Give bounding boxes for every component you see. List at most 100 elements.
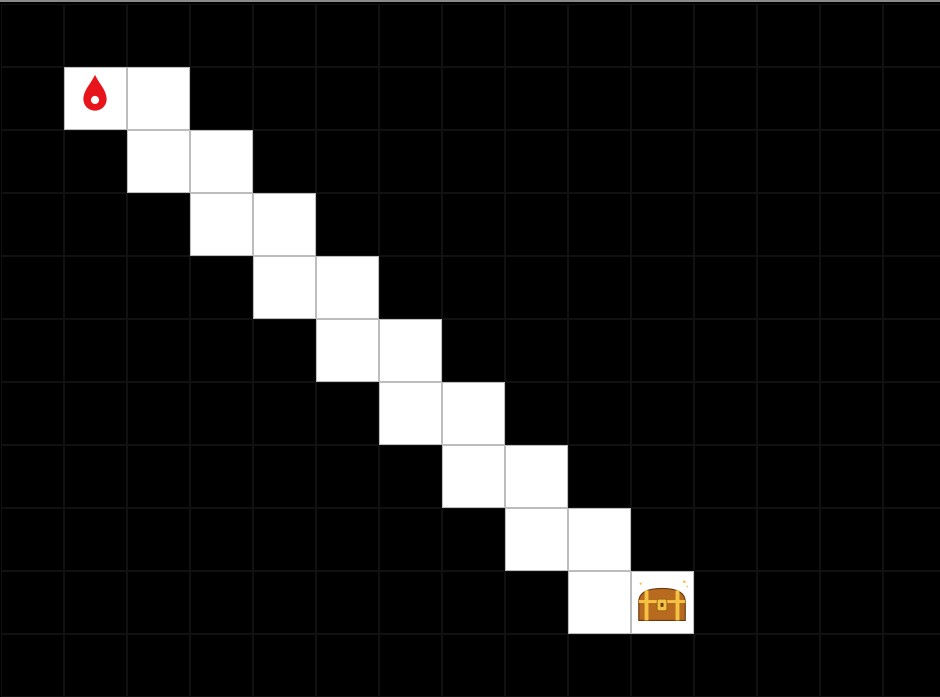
wall-cell xyxy=(127,445,190,508)
wall-cell xyxy=(568,67,631,130)
wall-cell xyxy=(757,130,820,193)
wall-cell xyxy=(127,634,190,697)
wall-cell xyxy=(442,571,505,634)
wall-cell xyxy=(757,634,820,697)
wall-cell xyxy=(883,445,940,508)
wall-cell xyxy=(1,571,64,634)
wall-cell xyxy=(190,508,253,571)
path-cell xyxy=(127,67,190,130)
wall-cell xyxy=(127,508,190,571)
wall-cell xyxy=(631,319,694,382)
treasure-chest-icon xyxy=(632,572,693,633)
wall-cell xyxy=(757,508,820,571)
wall-cell xyxy=(64,634,127,697)
path-cell xyxy=(190,193,253,256)
wall-cell xyxy=(1,382,64,445)
wall-cell xyxy=(442,130,505,193)
wall-cell xyxy=(694,67,757,130)
wall-cell xyxy=(883,256,940,319)
wall-cell xyxy=(190,571,253,634)
wall-cell xyxy=(253,634,316,697)
wall-cell xyxy=(820,508,883,571)
wall-cell xyxy=(253,445,316,508)
wall-cell xyxy=(505,193,568,256)
wall-cell xyxy=(820,256,883,319)
wall-cell xyxy=(694,508,757,571)
wall-cell xyxy=(64,4,127,67)
wall-cell xyxy=(1,508,64,571)
wall-cell xyxy=(631,130,694,193)
wall-cell xyxy=(379,256,442,319)
wall-cell xyxy=(883,571,940,634)
wall-cell xyxy=(379,130,442,193)
wall-cell xyxy=(694,445,757,508)
path-cell xyxy=(190,130,253,193)
wall-cell xyxy=(190,445,253,508)
wall-cell xyxy=(694,319,757,382)
wall-cell xyxy=(505,67,568,130)
wall-cell xyxy=(568,382,631,445)
wall-cell xyxy=(568,130,631,193)
wall-cell xyxy=(568,4,631,67)
wall-cell xyxy=(631,67,694,130)
wall-cell xyxy=(757,571,820,634)
wall-cell xyxy=(190,382,253,445)
wall-cell xyxy=(379,508,442,571)
wall-cell xyxy=(883,319,940,382)
wall-cell xyxy=(442,4,505,67)
wall-cell xyxy=(1,319,64,382)
wall-cell xyxy=(442,193,505,256)
wall-cell xyxy=(316,193,379,256)
wall-cell xyxy=(631,634,694,697)
start-cell xyxy=(64,67,127,130)
wall-cell xyxy=(379,67,442,130)
wall-cell xyxy=(253,67,316,130)
wall-cell xyxy=(127,256,190,319)
wall-cell xyxy=(568,193,631,256)
wall-cell xyxy=(316,571,379,634)
path-cell xyxy=(253,193,316,256)
wall-cell xyxy=(253,508,316,571)
wall-cell xyxy=(883,193,940,256)
wall-cell xyxy=(253,571,316,634)
path-cell xyxy=(316,319,379,382)
wall-cell xyxy=(64,571,127,634)
wall-cell xyxy=(253,319,316,382)
wall-cell xyxy=(379,193,442,256)
wall-cell xyxy=(694,193,757,256)
wall-cell xyxy=(64,382,127,445)
wall-cell xyxy=(505,319,568,382)
wall-cell xyxy=(190,256,253,319)
wall-cell xyxy=(505,634,568,697)
wall-cell xyxy=(379,445,442,508)
path-cell xyxy=(379,382,442,445)
wall-cell xyxy=(64,319,127,382)
wall-cell xyxy=(883,130,940,193)
wall-cell xyxy=(694,130,757,193)
wall-cell xyxy=(190,4,253,67)
wall-cell xyxy=(757,319,820,382)
wall-cell xyxy=(127,571,190,634)
wall-cell xyxy=(253,4,316,67)
wall-cell xyxy=(820,445,883,508)
wall-cell xyxy=(64,508,127,571)
wall-cell xyxy=(1,445,64,508)
wall-cell xyxy=(127,193,190,256)
wall-cell xyxy=(883,67,940,130)
wall-cell xyxy=(253,130,316,193)
path-cell xyxy=(568,571,631,634)
wall-cell xyxy=(1,4,64,67)
wall-cell xyxy=(316,67,379,130)
wall-cell xyxy=(757,382,820,445)
wall-cell xyxy=(820,130,883,193)
goal-cell xyxy=(631,571,694,634)
path-cell xyxy=(127,130,190,193)
wall-cell xyxy=(1,634,64,697)
wall-cell xyxy=(883,634,940,697)
wall-cell xyxy=(694,634,757,697)
wall-cell xyxy=(631,508,694,571)
wall-cell xyxy=(820,571,883,634)
wall-cell xyxy=(127,382,190,445)
wall-cell xyxy=(64,193,127,256)
